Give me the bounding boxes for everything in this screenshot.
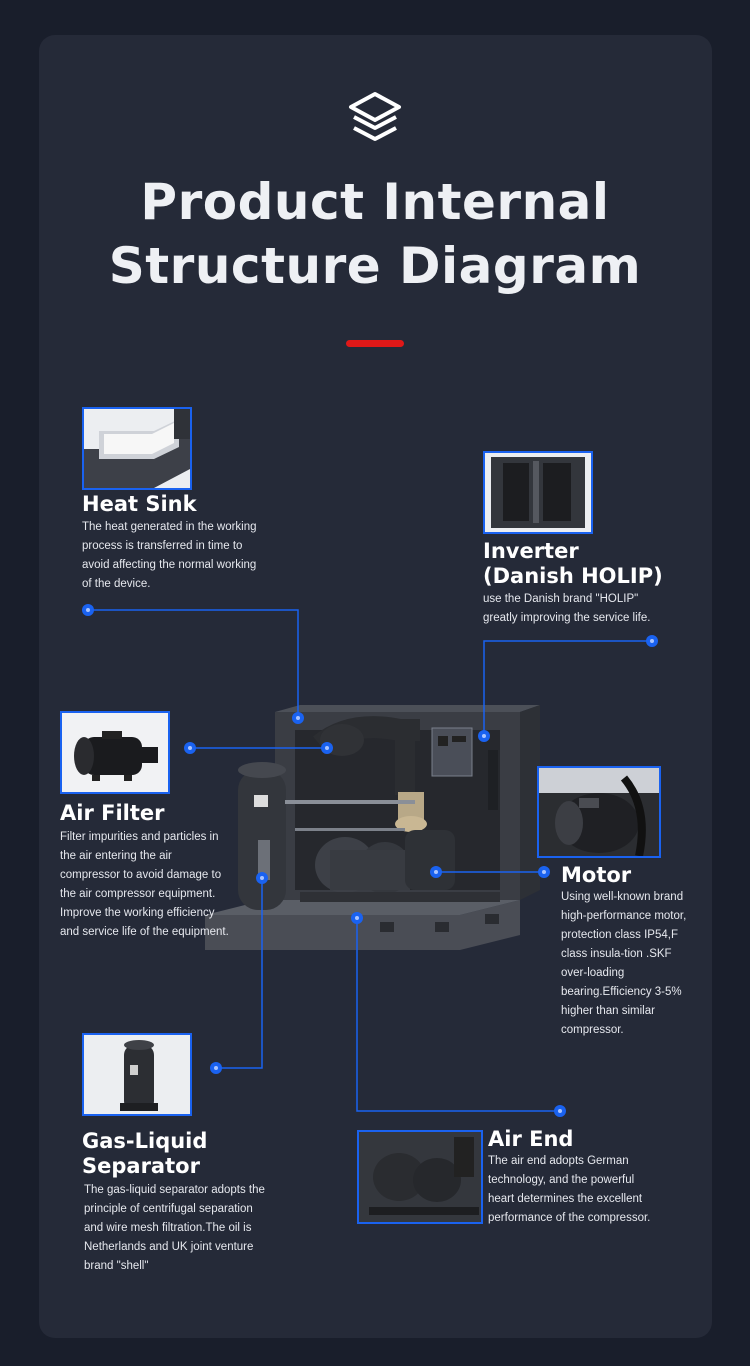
motor-title: Motor	[561, 863, 632, 887]
air-filter-image	[60, 711, 170, 794]
inverter-description: use the Danish brand "HOLIP" greatly imp…	[483, 593, 651, 624]
motor-image	[537, 766, 661, 858]
air-filter-title: Air Filter	[60, 801, 165, 825]
separator-image	[82, 1033, 192, 1116]
inverter-title-line1: Inverter	[483, 539, 579, 563]
heat-sink-title: Heat Sink	[82, 492, 197, 516]
inverter-title-line2: (Danish HOLIP)	[483, 564, 663, 588]
layers-icon	[349, 92, 401, 141]
inverter-image	[483, 451, 593, 534]
inverter-title: Inverter (Danish HOLIP)	[483, 539, 663, 589]
air-end-description: The air end adopts German technology, an…	[488, 1155, 651, 1224]
page-title-line2: Structure Diagram	[108, 237, 642, 295]
page-title: Product Internal Structure Diagram	[0, 170, 750, 298]
air-end-title: Air End	[488, 1127, 574, 1151]
separator-title-line2: Separator	[82, 1154, 200, 1178]
title-underline	[346, 340, 404, 347]
heat-sink-image	[82, 407, 192, 490]
content-card	[39, 35, 712, 1338]
page-title-line1: Product Internal	[140, 173, 610, 231]
air-filter-description: Filter impurities and particles in the a…	[60, 831, 229, 938]
heat-sink-description: The heat generated in the working proces…	[82, 521, 257, 590]
motor-description: Using well-known brand high-performance …	[561, 891, 687, 1036]
air-compressor-illustration	[205, 705, 540, 950]
separator-title: Gas-Liquid Separator	[82, 1129, 207, 1179]
separator-description: The gas-liquid separator adopts the prin…	[84, 1184, 265, 1272]
air-end-image	[357, 1130, 483, 1224]
separator-title-line1: Gas-Liquid	[82, 1129, 208, 1153]
